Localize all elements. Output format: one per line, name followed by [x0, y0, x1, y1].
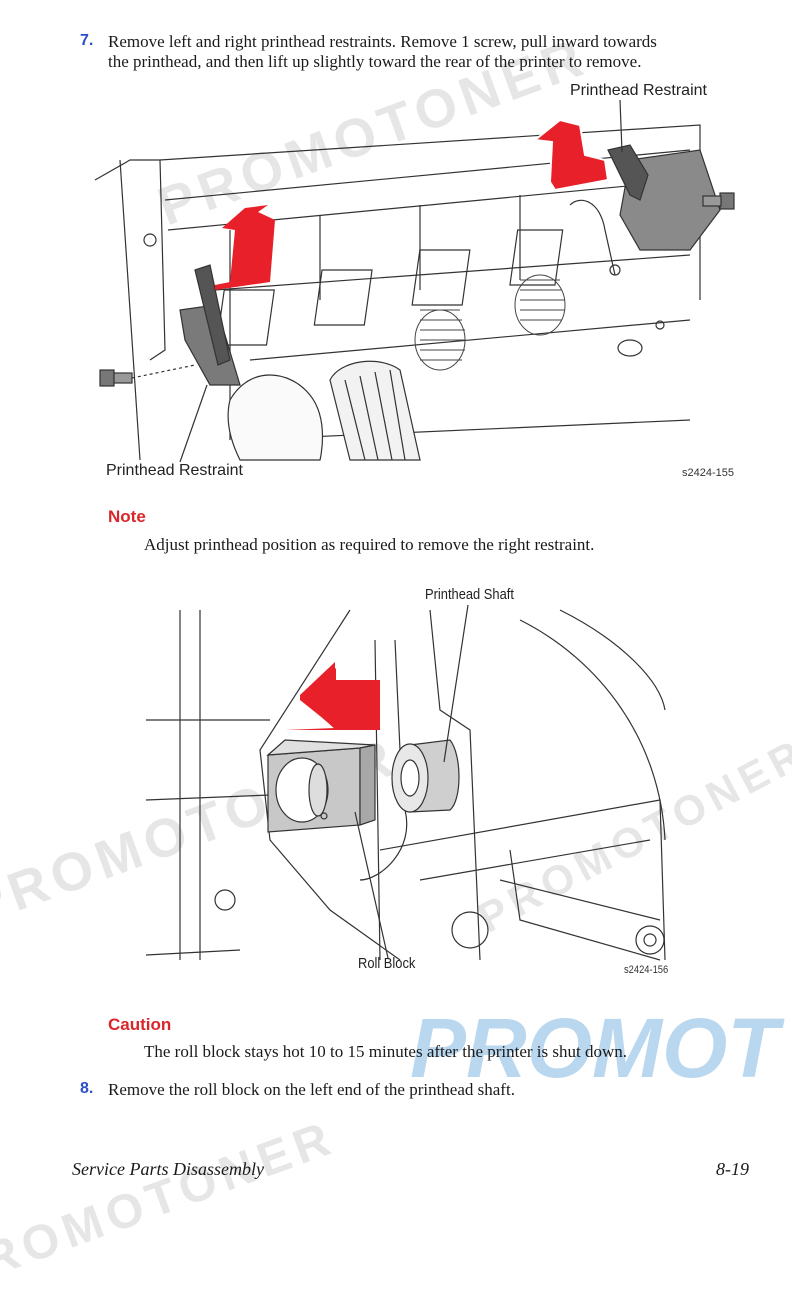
caution-text: The roll block stays hot 10 to 15 minute…: [144, 1042, 628, 1061]
figure-1-illustration: [94, 99, 735, 463]
figure-2-illustration: [145, 604, 666, 961]
note-text: Adjust printhead position as required to…: [144, 535, 595, 554]
footer-section-title: Service Parts Disassembly: [72, 1159, 264, 1179]
watermark-bottom: PROMOTONER: [0, 1111, 343, 1301]
watermark-blue: PROMOT: [410, 1001, 779, 1095]
step-7-line-1: Remove left and right printhead restrain…: [108, 32, 657, 51]
footer-page-number: 8-19: [716, 1159, 749, 1179]
figure-1-callout-bottom: Printhead Restraint: [106, 462, 243, 479]
step-7-number: 7.: [80, 32, 94, 49]
figure-1-id: s2424-155: [682, 467, 734, 479]
note-heading: Note: [108, 507, 146, 526]
step-8-text: Remove the roll block on the left end of…: [108, 1080, 515, 1099]
figure-2-callout-bottom: Roll Block: [358, 955, 416, 972]
figure-2-callout-top: Printhead Shaft: [425, 586, 514, 603]
step-8-number: 8.: [80, 1080, 94, 1097]
figure-1-callout-top: Printhead Restraint: [570, 82, 707, 99]
step-7-line-2: the printhead, and then lift up slightly…: [108, 52, 642, 71]
figure-2-id: s2424-156: [624, 964, 669, 976]
caution-heading: Caution: [108, 1015, 172, 1034]
